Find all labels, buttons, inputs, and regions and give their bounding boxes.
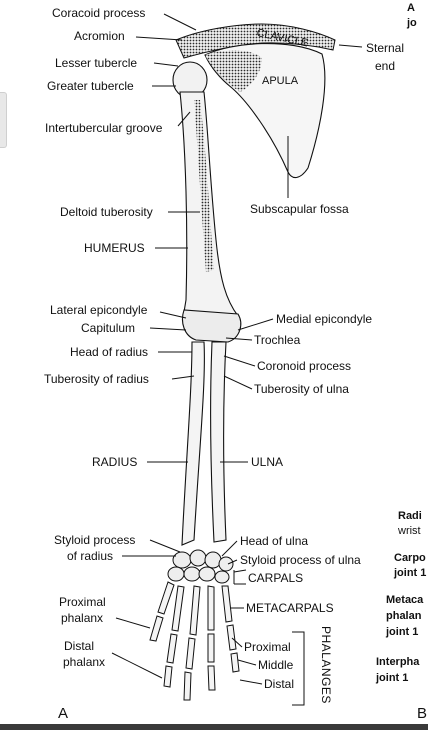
- label-distal: Distal: [264, 677, 295, 691]
- panel-b-joint-1a: joint 1: [394, 567, 427, 579]
- label-tuberosity-of-radius: Tuberosity of radius: [44, 372, 149, 386]
- label-tuberosity-of-ulna: Tuberosity of ulna: [254, 382, 349, 396]
- panel-b-wrist: wrist: [398, 525, 421, 537]
- ulna-bone: [210, 341, 227, 543]
- label-proximal: Proximal: [244, 640, 291, 654]
- label-lesser-tubercle: Lesser tubercle: [55, 56, 138, 70]
- radius-bone: [181, 341, 205, 546]
- label-coracoid-process: Coracoid process: [52, 6, 146, 20]
- label-lateral-epicondyle: Lateral epicondyle: [50, 303, 148, 317]
- label-humerus: HUMERUS: [84, 241, 145, 255]
- label-phalanges: PHALANGES: [319, 626, 333, 704]
- label-intertubercular-groove: Intertubercular groove: [45, 121, 163, 135]
- label-styloid-process-of-ulna: Styloid process of ulna: [240, 553, 361, 567]
- leader-lines: [111, 13, 363, 706]
- panel-b-metaca: Metaca: [386, 594, 424, 606]
- label-subscapular-fossa: Subscapular fossa: [250, 202, 349, 216]
- panel-b-top-jo: jo: [407, 17, 417, 29]
- label-proximal-phalanx-line2: phalanx: [61, 611, 104, 625]
- label-styloid-process-radius-line1: Styloid process: [54, 533, 136, 547]
- scapula-shading: [205, 50, 262, 92]
- humerus-shading: [194, 100, 214, 272]
- panel-b-joint-1b: joint 1: [386, 626, 419, 638]
- label-sternal-end-line1: Sternal: [366, 41, 405, 55]
- panel-b-carpo: Carpo: [394, 552, 426, 564]
- panel-b-joint-1c: joint 1: [376, 672, 409, 684]
- panel-a-letter: A: [58, 705, 69, 722]
- label-coronoid-process: Coronoid process: [257, 359, 352, 373]
- label-head-of-ulna: Head of ulna: [240, 534, 309, 548]
- panel-b-phalan: phalan: [386, 610, 422, 622]
- label-styloid-process-radius-line2: of radius: [67, 549, 114, 563]
- label-scapula-fragment: APULA: [262, 75, 299, 87]
- label-capitulum: Capitulum: [81, 321, 136, 335]
- label-acromion: Acromion: [74, 29, 125, 43]
- label-ulna: ULNA: [251, 455, 284, 469]
- elbow-joint: [181, 309, 242, 343]
- label-middle: Middle: [258, 658, 294, 672]
- label-sternal-end-line2: end: [375, 59, 396, 73]
- label-deltoid-tuberosity: Deltoid tuberosity: [60, 205, 153, 219]
- label-medial-epicondyle: Medial epicondyle: [276, 312, 373, 326]
- label-metacarpals: METACARPALS: [246, 601, 334, 615]
- panel-b-letter: B: [417, 705, 428, 722]
- bottom-bar: [0, 724, 428, 730]
- panel-b-radi: Radi: [398, 510, 422, 522]
- label-head-of-radius: Head of radius: [70, 345, 149, 359]
- label-greater-tubercle: Greater tubercle: [47, 79, 134, 93]
- panel-b-top-a: A: [407, 2, 415, 14]
- label-trochlea: Trochlea: [254, 333, 301, 347]
- hand-bones: [149, 581, 240, 701]
- label-distal-phalanx-line2: phalanx: [63, 655, 106, 669]
- side-tab[interactable]: [0, 92, 7, 148]
- label-radius: RADIUS: [92, 455, 138, 469]
- carpal-bones: [167, 549, 234, 584]
- label-proximal-phalanx-line1: Proximal: [59, 595, 106, 609]
- label-distal-phalanx-line1: Distal: [64, 639, 95, 653]
- panel-b-interpha: Interpha: [376, 656, 420, 668]
- label-carpals: CARPALS: [248, 571, 304, 585]
